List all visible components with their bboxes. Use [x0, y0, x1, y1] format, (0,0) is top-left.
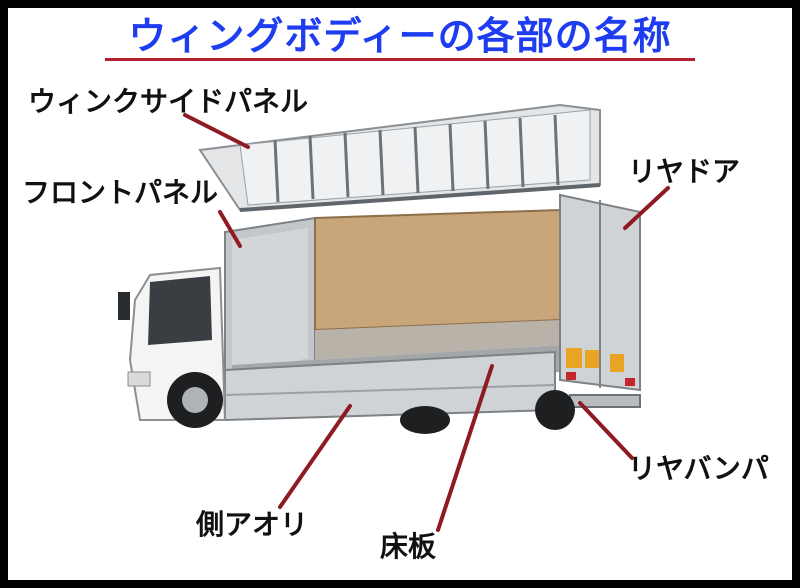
leader-wing-side-panel [183, 113, 250, 149]
rear-door [559, 193, 641, 392]
label-front-panel: フロントパネル [22, 176, 219, 209]
label-rear-bumper: リヤバンパ [628, 452, 769, 485]
title-underline [105, 58, 695, 61]
leader-side-gate [278, 404, 352, 509]
label-floor: 床板 [380, 530, 437, 563]
label-wing-side-panel: ウィンクサイドパネル [28, 85, 309, 118]
wing-side-panel [198, 103, 601, 212]
front-panel [224, 216, 316, 387]
label-side-gate: 側アオリ [196, 508, 309, 541]
label-rear-door: リヤドア [628, 155, 741, 188]
leader-floor [436, 364, 494, 532]
leader-rear-bumper [578, 401, 634, 460]
leader-rear-door [623, 186, 670, 230]
wheels [167, 372, 575, 434]
leader-front-panel [218, 210, 242, 248]
diagram-title: ウィングボディーの各部の名称 [128, 14, 672, 58]
leader-lines [183, 113, 670, 532]
